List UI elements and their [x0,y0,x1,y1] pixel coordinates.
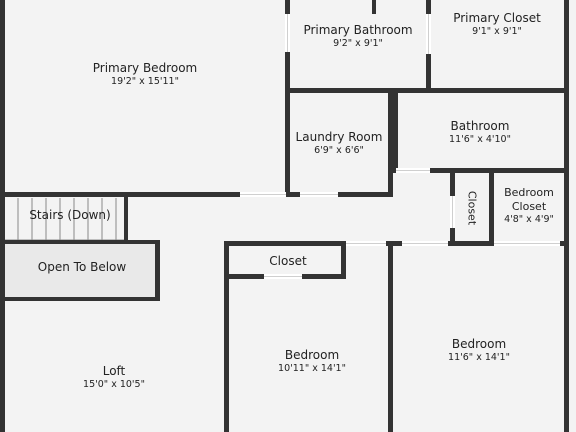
room-name: Laundry Room [295,130,383,144]
open-to-below-area [4,244,156,298]
doors [240,14,560,279]
loft-label: Loft 15'0" x 10'5" [83,364,145,391]
room-dimensions: 11'6" x 4'10" [449,134,511,145]
bedroom-closet-label: Bedroom Closet 4'8" x 4'9" [499,186,559,226]
room-name: Bedroom Closet [504,186,554,213]
room-dimensions: 9'1" x 9'1" [472,26,522,37]
room-name: Primary Closet [453,11,541,25]
bathroom-label: Bathroom 11'6" x 4'10" [449,119,511,146]
room-name: Bedroom [284,348,340,362]
room-dimensions: 4'8" x 4'9" [504,214,554,225]
room-dimensions: 19'2" x 15'11" [111,76,179,87]
center-bedroom-label: Bedroom 10'11" x 14'1" [278,348,346,375]
primary-closet-label: Primary Closet 9'1" x 9'1" [453,11,541,38]
laundry-room-label: Laundry Room 6'9" x 6'6" [296,130,383,157]
room-name: Primary Bedroom [92,61,198,75]
closet-label: Closet [269,254,306,269]
open-to-below-label: Open To Below [38,260,126,275]
room-name: Closet [269,254,307,268]
room-name: Bathroom [450,119,510,133]
stairs-label: Stairs (Down) [29,208,110,223]
right-bedroom-label: Bedroom 11'6" x 14'1" [448,337,510,364]
primary-bathroom-label: Primary Bathroom 9'2" x 9'1" [303,23,412,50]
room-name: Bedroom [451,337,507,351]
room-name: Loft [102,364,126,378]
room-dimensions: 15'0" x 10'5" [83,379,145,390]
room-name: Stairs (Down) [29,208,111,222]
primary-bedroom-label: Primary Bedroom 19'2" x 15'11" [93,61,197,88]
room-dimensions: 11'6" x 14'1" [448,352,510,363]
room-dimensions: 9'2" x 9'1" [333,38,383,49]
hall-closet-label: Closet [465,190,479,226]
room-dimensions: 6'9" x 6'6" [314,145,364,156]
room-name: Open To Below [37,260,127,274]
room-name: Primary Bathroom [303,23,413,37]
room-dimensions: 10'11" x 14'1" [278,363,346,374]
